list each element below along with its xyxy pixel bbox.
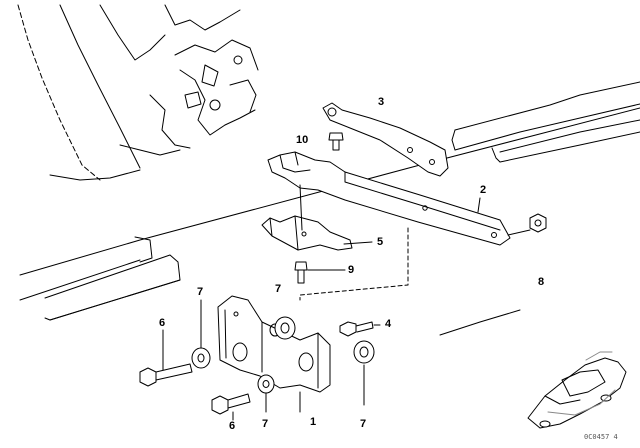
- car-thumbnail-icon: [527, 351, 627, 429]
- washer-left: [191, 347, 211, 369]
- callout-7-bottom: 7: [262, 418, 269, 430]
- transmission-housing: [17, 4, 259, 181]
- leader-8: [507, 229, 531, 236]
- callout-3: 3: [378, 96, 385, 108]
- bushing-top: [274, 316, 296, 340]
- leader-2: [477, 197, 481, 213]
- bolt-6-bottom: [211, 393, 251, 415]
- part-code: 0C0457 4: [584, 433, 618, 441]
- hanger-strap: [322, 102, 449, 177]
- callout-7-right: 7: [360, 418, 367, 430]
- crossmember-bracket: [267, 151, 511, 246]
- callout-6-left: 6: [159, 317, 166, 329]
- callout-9: 9: [348, 264, 355, 276]
- washer-bottom: [257, 374, 275, 394]
- bolt-9: [294, 261, 308, 284]
- callout-10: 10: [296, 134, 309, 146]
- rubber-mount: [261, 215, 353, 251]
- nut-8: [529, 213, 547, 233]
- bolt-6-left: [139, 363, 193, 387]
- support-plate: [217, 295, 331, 393]
- exhaust-pipes: [19, 81, 640, 336]
- callout-2: 2: [480, 184, 487, 196]
- callout-1: 1: [310, 416, 317, 428]
- leader-10-5: [299, 184, 303, 231]
- leader-5: [343, 241, 373, 245]
- callout-6-bottom: 6: [229, 420, 236, 432]
- callout-4: 4: [385, 318, 392, 330]
- bolt-4: [339, 321, 374, 337]
- callout-5: 5: [377, 236, 384, 248]
- callout-8: 8: [538, 276, 545, 288]
- washer-right: [353, 340, 375, 364]
- callout-7-left: 7: [197, 286, 204, 298]
- callout-7-top: 7: [275, 283, 282, 295]
- bolt-10: [328, 132, 344, 151]
- dashed-connector: [299, 227, 409, 301]
